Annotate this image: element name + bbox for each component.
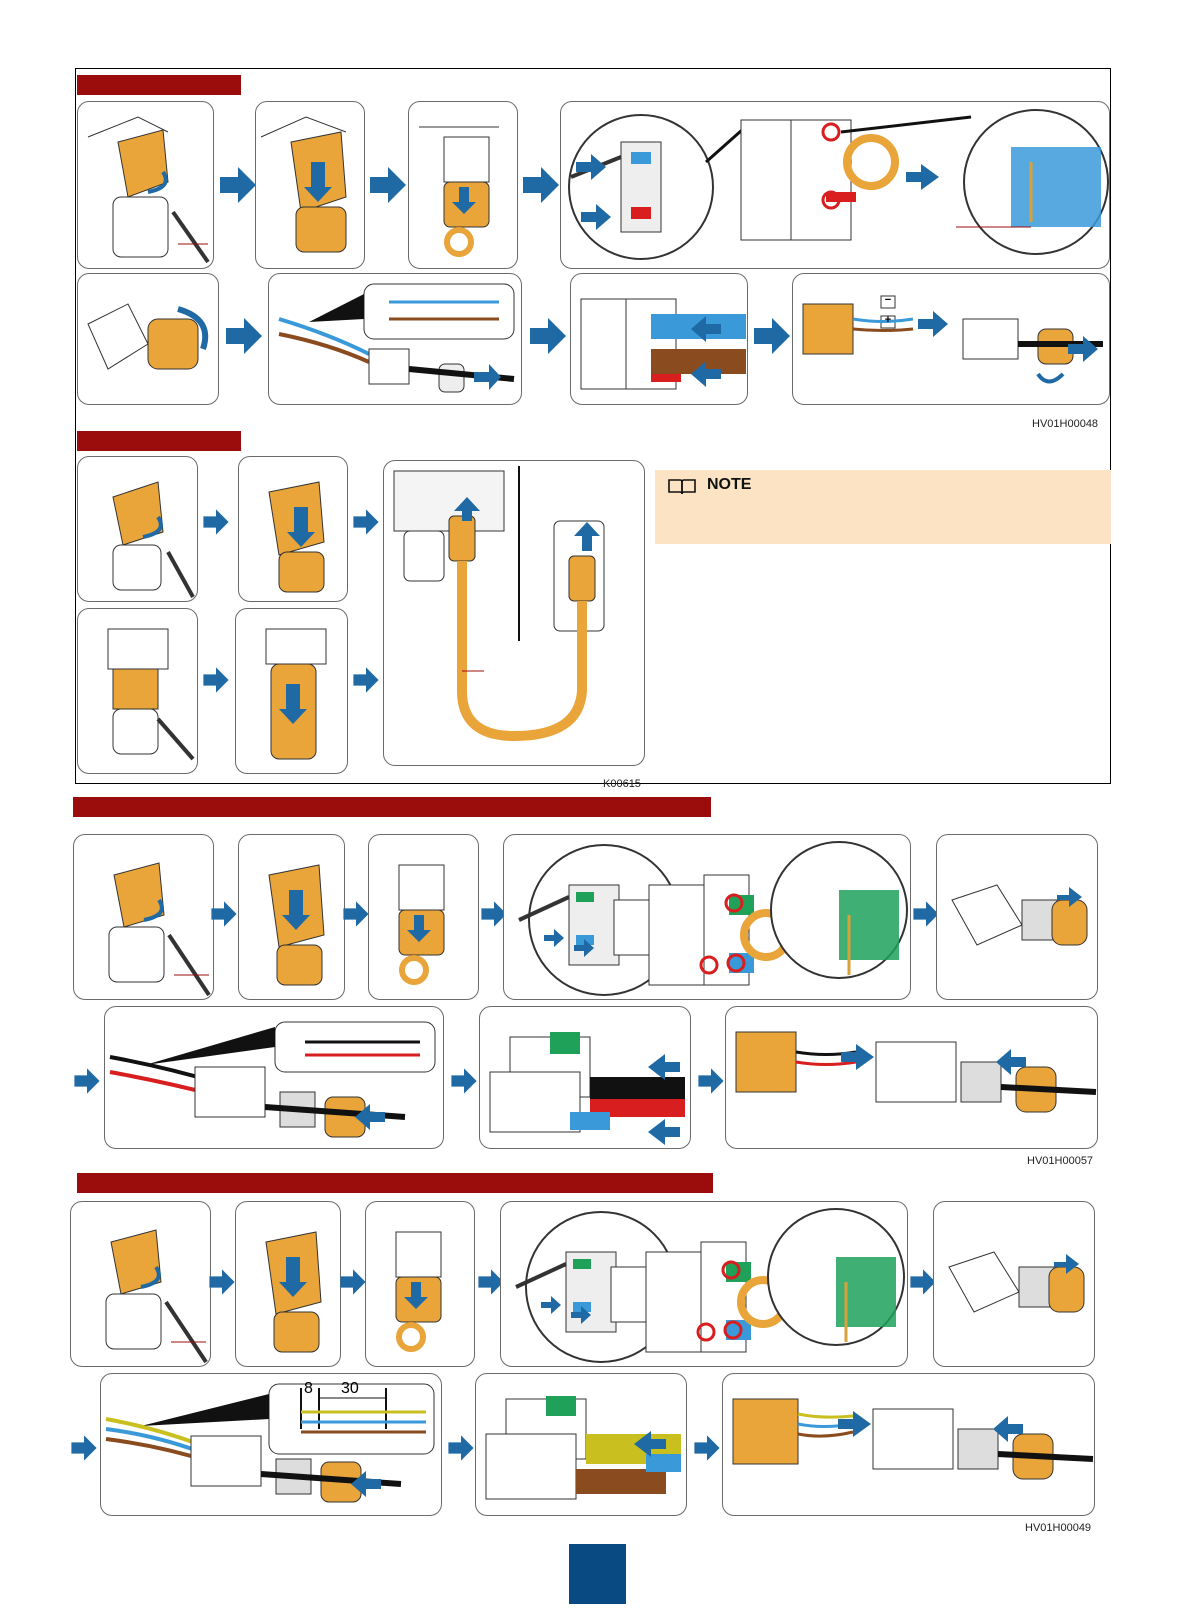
step-arrow-icon [218,165,258,205]
section-2-header-bar [77,431,241,451]
step-pull-connector-panel-5 [235,1201,341,1367]
positive-terminal-label: + [881,314,895,326]
step-pull-connector-panel-4 [238,834,345,1000]
step-remove-terminals-panel-5 [500,1201,908,1367]
step-release-latch-panel-3 [77,608,198,774]
book-icon [667,478,697,496]
step-assemble-connector-panel-4 [725,1006,1098,1149]
step-remove-terminals-panel-4 [503,834,911,1000]
step-arrow-icon [73,1067,101,1095]
step-arrow-icon [208,1268,236,1296]
section-3-header-bar [73,797,711,817]
figure-code-section-2: K00615 [603,778,641,790]
step-arrow-icon [70,1434,98,1462]
step-assemble-connector-panel: − + [792,273,1110,405]
section-1-header-bar [77,75,241,95]
step-release-latch-panel-5 [70,1201,211,1367]
step-arrow-icon [224,316,264,356]
step-arrow-icon [693,1434,721,1462]
step-release-latch-panel [77,101,214,269]
step-arrow-icon [528,316,568,356]
negative-terminal-label: − [881,294,895,306]
step-insert-wires-panel-4 [479,1006,691,1149]
figure-code-section-3: HV01H00057 [1027,1155,1093,1167]
step-remove-terminals-panel [560,101,1110,269]
step-remove-connector-panel [408,101,518,269]
step-arrow-icon [450,1067,478,1095]
figure-code-section-4: HV01H00049 [1025,1522,1091,1534]
step-pull-connector-panel-3 [235,608,348,774]
step-arrow-icon [202,666,230,694]
step-strip-cable-panel-5: 8 30 [100,1373,442,1516]
step-arrow-icon [521,165,561,205]
step-arrow-icon [339,1268,367,1296]
step-pull-connector-panel [255,101,365,269]
step-unscrew-nut-panel [77,273,219,405]
step-arrow-icon [210,900,238,928]
step-arrow-icon [447,1434,475,1462]
note-box: NOTE [655,470,1111,544]
page-number-block [569,1544,626,1604]
note-title: NOTE [707,476,751,494]
step-insert-wires-panel [570,273,748,405]
step-arrow-icon [352,508,380,536]
step-arrow-icon [202,508,230,536]
step-connect-cable-panel [383,460,645,766]
step-arrow-icon [697,1067,725,1095]
figure-code-section-1: HV01H00048 [1032,418,1098,430]
step-pull-connector-panel-2 [238,456,348,602]
step-remove-connector-panel-4 [368,834,479,1000]
step-release-latch-panel-4 [73,834,214,1000]
step-arrow-icon [342,900,370,928]
step-release-latch-panel-2 [77,456,198,602]
step-unscrew-nut-panel-5 [933,1201,1095,1367]
step-remove-connector-panel-5 [365,1201,475,1367]
section-4-header-bar [77,1173,713,1193]
step-assemble-connector-panel-5 [722,1373,1095,1516]
step-arrow-icon [368,165,408,205]
strip-length-label-1: 8 [304,1380,313,1398]
step-strip-cable-panel-4 [104,1006,444,1149]
step-arrow-icon [352,666,380,694]
step-insert-wires-panel-5 [475,1373,687,1516]
step-strip-cable-panel [268,273,522,405]
step-unscrew-nut-panel-4 [936,834,1098,1000]
step-arrow-icon [752,316,792,356]
strip-length-label-2: 30 [341,1380,359,1398]
